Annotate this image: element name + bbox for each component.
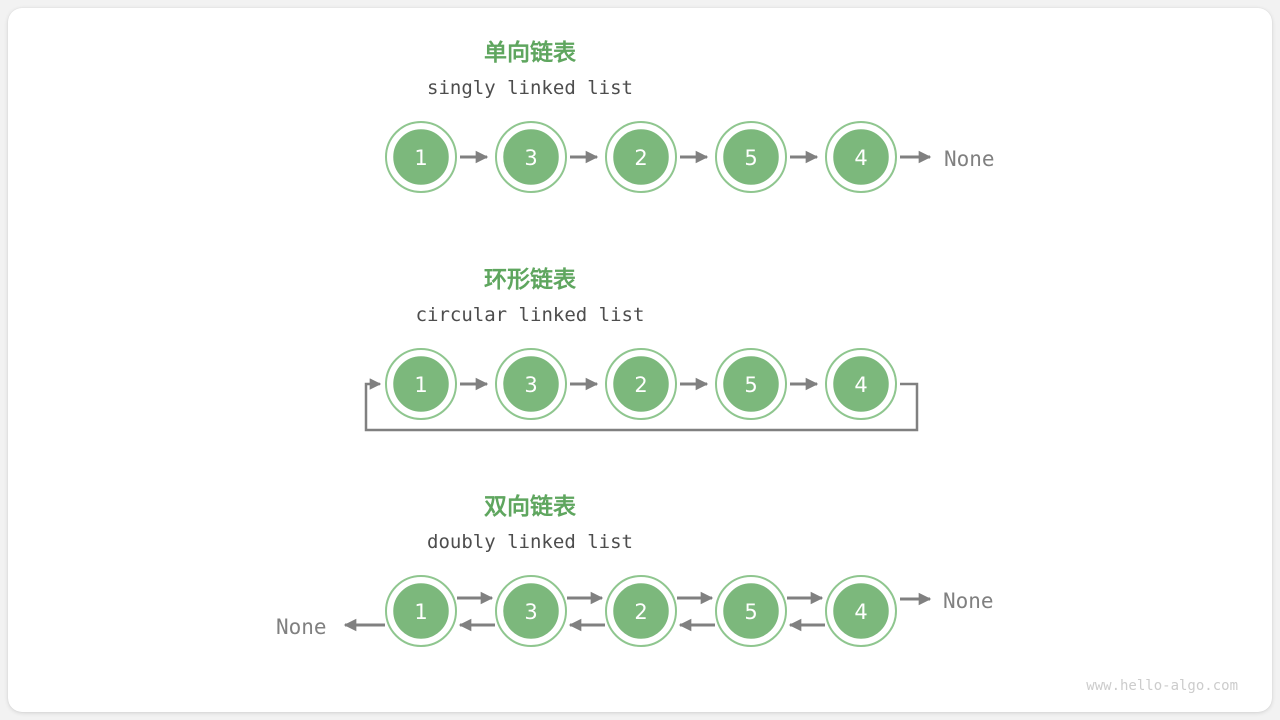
circular-node-2-label: 2 (634, 373, 647, 397)
circular-node-0: 1 (385, 348, 457, 420)
circular-node-4-label: 4 (854, 373, 867, 397)
circular-loopback-path (364, 378, 919, 432)
singly-node-4: 4 (825, 121, 897, 193)
doubly-node-4-label: 4 (854, 600, 867, 624)
doubly-node-0: 1 (385, 575, 457, 647)
singly-node-0-label: 1 (414, 146, 427, 170)
circular-node-1: 3 (495, 348, 567, 420)
section-singly-zh-title: 单向链表 (484, 39, 577, 66)
doubly-node-4: 4 (825, 575, 897, 647)
singly-node-1-label: 3 (524, 146, 537, 170)
circular-node-2: 2 (605, 348, 677, 420)
doubly-node-1: 3 (495, 575, 567, 647)
section-doubly-en-title: doubly linked list (427, 531, 633, 553)
circular-node-3: 5 (715, 348, 787, 420)
doubly-node-0-label: 1 (414, 600, 427, 624)
circular-node-4: 4 (825, 348, 897, 420)
circular-node-1-label: 3 (524, 373, 537, 397)
section-circular: 环形链表 circular linked list 1 3 (364, 266, 919, 432)
doubly-head-none-label: None (276, 615, 327, 639)
singly-node-4-label: 4 (854, 146, 867, 170)
section-singly: 单向链表 singly linked list 1 3 (385, 39, 995, 193)
circular-node-3-label: 5 (744, 373, 757, 397)
singly-node-3: 5 (715, 121, 787, 193)
section-doubly-zh-title: 双向链表 (484, 493, 577, 520)
doubly-tail-none-label: None (943, 589, 994, 613)
section-singly-en-title: singly linked list (427, 77, 633, 99)
singly-node-1: 3 (495, 121, 567, 193)
singly-node-2-label: 2 (634, 146, 647, 170)
singly-node-3-label: 5 (744, 146, 757, 170)
section-circular-zh-title: 环形链表 (484, 266, 577, 293)
section-doubly: 双向链表 doubly linked list None None (276, 493, 994, 647)
singly-node-0: 1 (385, 121, 457, 193)
watermark: www.hello-algo.com (1086, 678, 1238, 694)
doubly-node-2: 2 (605, 575, 677, 647)
singly-node-2: 2 (605, 121, 677, 193)
doubly-node-3: 5 (715, 575, 787, 647)
singly-tail-none-label: None (944, 147, 995, 171)
circular-node-0-label: 1 (414, 373, 427, 397)
doubly-node-1-label: 3 (524, 600, 537, 624)
section-circular-en-title: circular linked list (416, 304, 645, 326)
doubly-node-2-label: 2 (634, 600, 647, 624)
doubly-node-3-label: 5 (744, 600, 757, 624)
